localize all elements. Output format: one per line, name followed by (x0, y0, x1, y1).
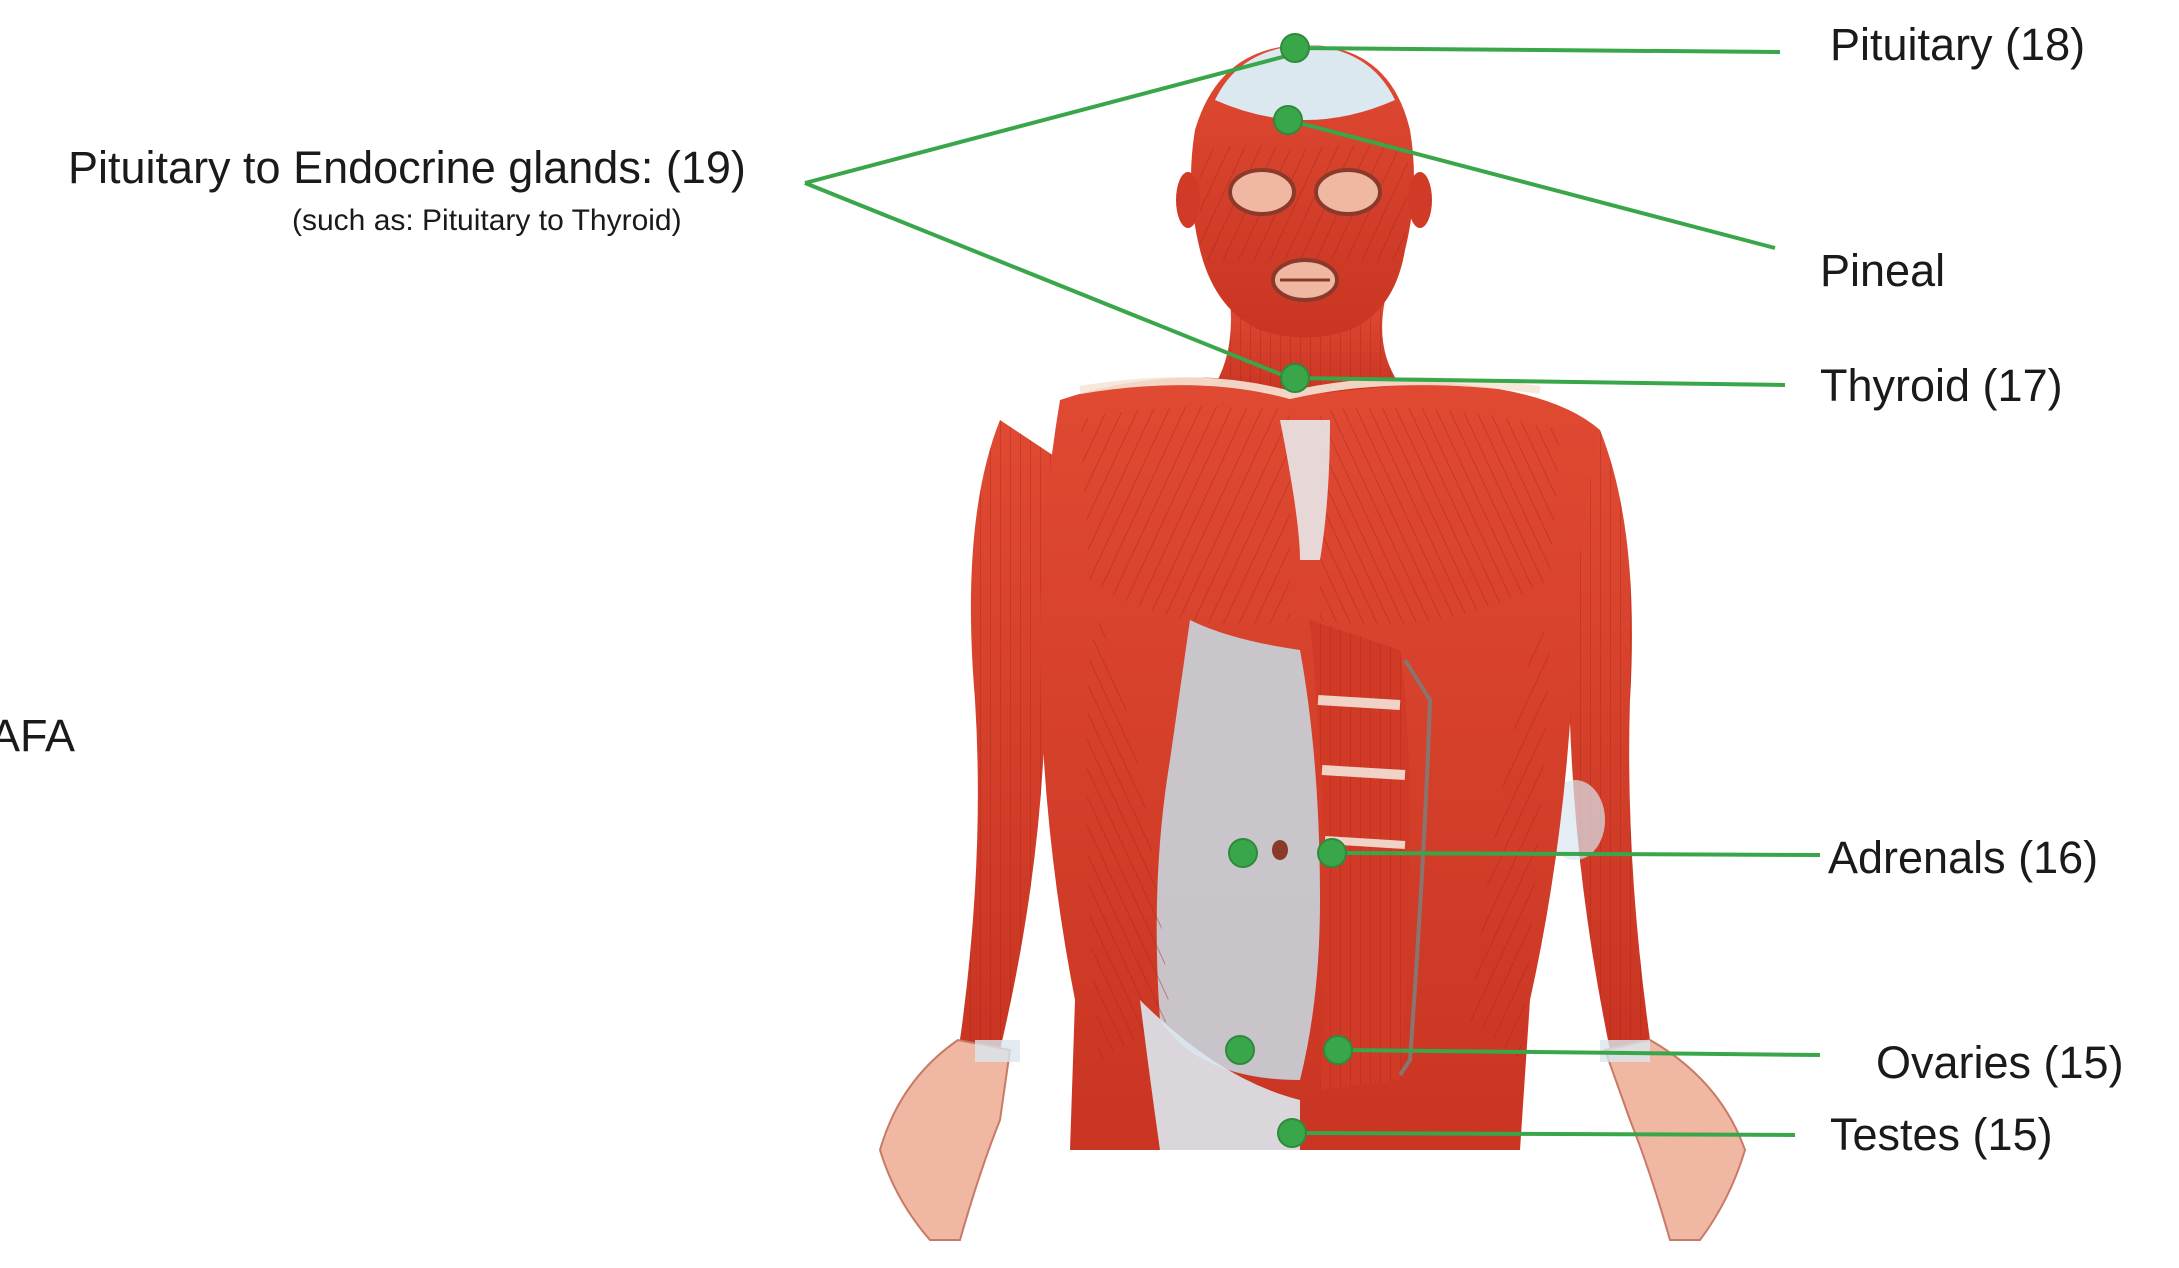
label-testes: Testes (15) (1830, 1112, 2053, 1157)
label-ovaries: Ovaries (15) (1876, 1040, 2124, 1085)
ovary-marker-right (1324, 1036, 1352, 1064)
label-pituitary: Pituitary (18) (1830, 22, 2085, 67)
label-pituitary-endocrine-example: (such as: Pituitary to Thyroid) (292, 206, 682, 236)
label-thyroid: Thyroid (17) (1820, 363, 2063, 408)
adrenals-line (1332, 853, 1820, 855)
pituitary-marker (1281, 34, 1309, 62)
testes-line (1292, 1133, 1795, 1135)
left-arm (880, 420, 1060, 1240)
label-partial-text: AFA (0, 713, 75, 758)
label-pineal: Pineal (1820, 248, 1945, 293)
pituitary-line (1295, 48, 1780, 52)
head (1176, 45, 1432, 338)
adrenal-marker-right (1318, 839, 1346, 867)
label-pituitary-endocrine: Pituitary to Endocrine glands: (19) (68, 145, 746, 190)
testes-marker (1278, 1119, 1306, 1147)
label-adrenals: Adrenals (16) (1828, 835, 2098, 880)
thyroid-marker (1281, 364, 1309, 392)
torso (1040, 378, 1600, 1151)
pineal-marker (1274, 106, 1302, 134)
adrenal-marker-left (1229, 839, 1257, 867)
ovary-marker-left (1226, 1036, 1254, 1064)
